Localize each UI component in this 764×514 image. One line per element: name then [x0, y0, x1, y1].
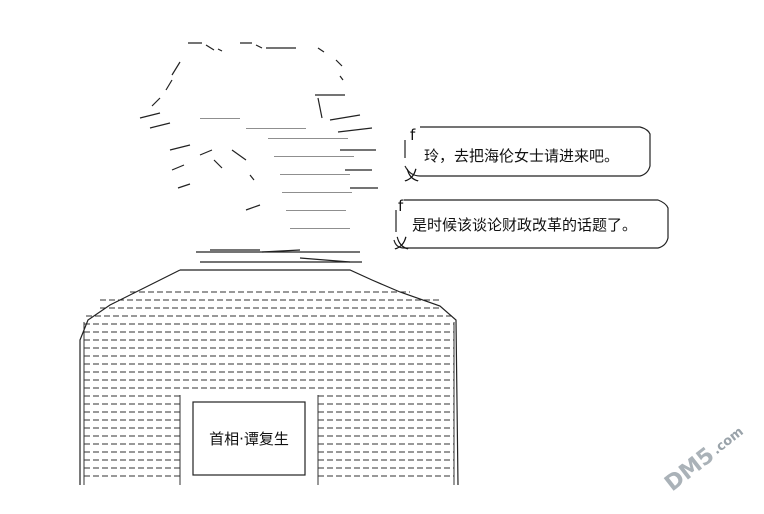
bubble-2-mark-f: f	[398, 197, 404, 215]
body-outline	[79, 251, 459, 486]
head-shading	[200, 118, 354, 229]
speech-bubble-2: f 乂 是时候该谈论财政改革的话题了。	[393, 197, 669, 252]
bubble-1-mark-f: f	[410, 126, 416, 144]
bubble-1-mark-x: 乂	[404, 166, 419, 184]
speech-line-1: 玲，去把海伦女士请进来吧。	[424, 147, 619, 165]
watermark-text: DM5	[660, 443, 719, 497]
character-body	[83, 291, 455, 485]
speech-line-2: 是时候该谈论财政改革的话题了。	[412, 216, 637, 234]
character-head	[139, 42, 378, 263]
nameplate: 首相·谭复生	[192, 401, 306, 476]
watermark-sub: .com	[710, 424, 747, 457]
watermark-logo: DM5 .com	[660, 424, 747, 497]
speech-bubble-1: f 乂 玲，去把海伦女士请进来吧。	[404, 126, 651, 184]
bubble-2-mark-x: 乂	[394, 234, 409, 252]
nameplate-label: 首相·谭复生	[209, 430, 289, 448]
